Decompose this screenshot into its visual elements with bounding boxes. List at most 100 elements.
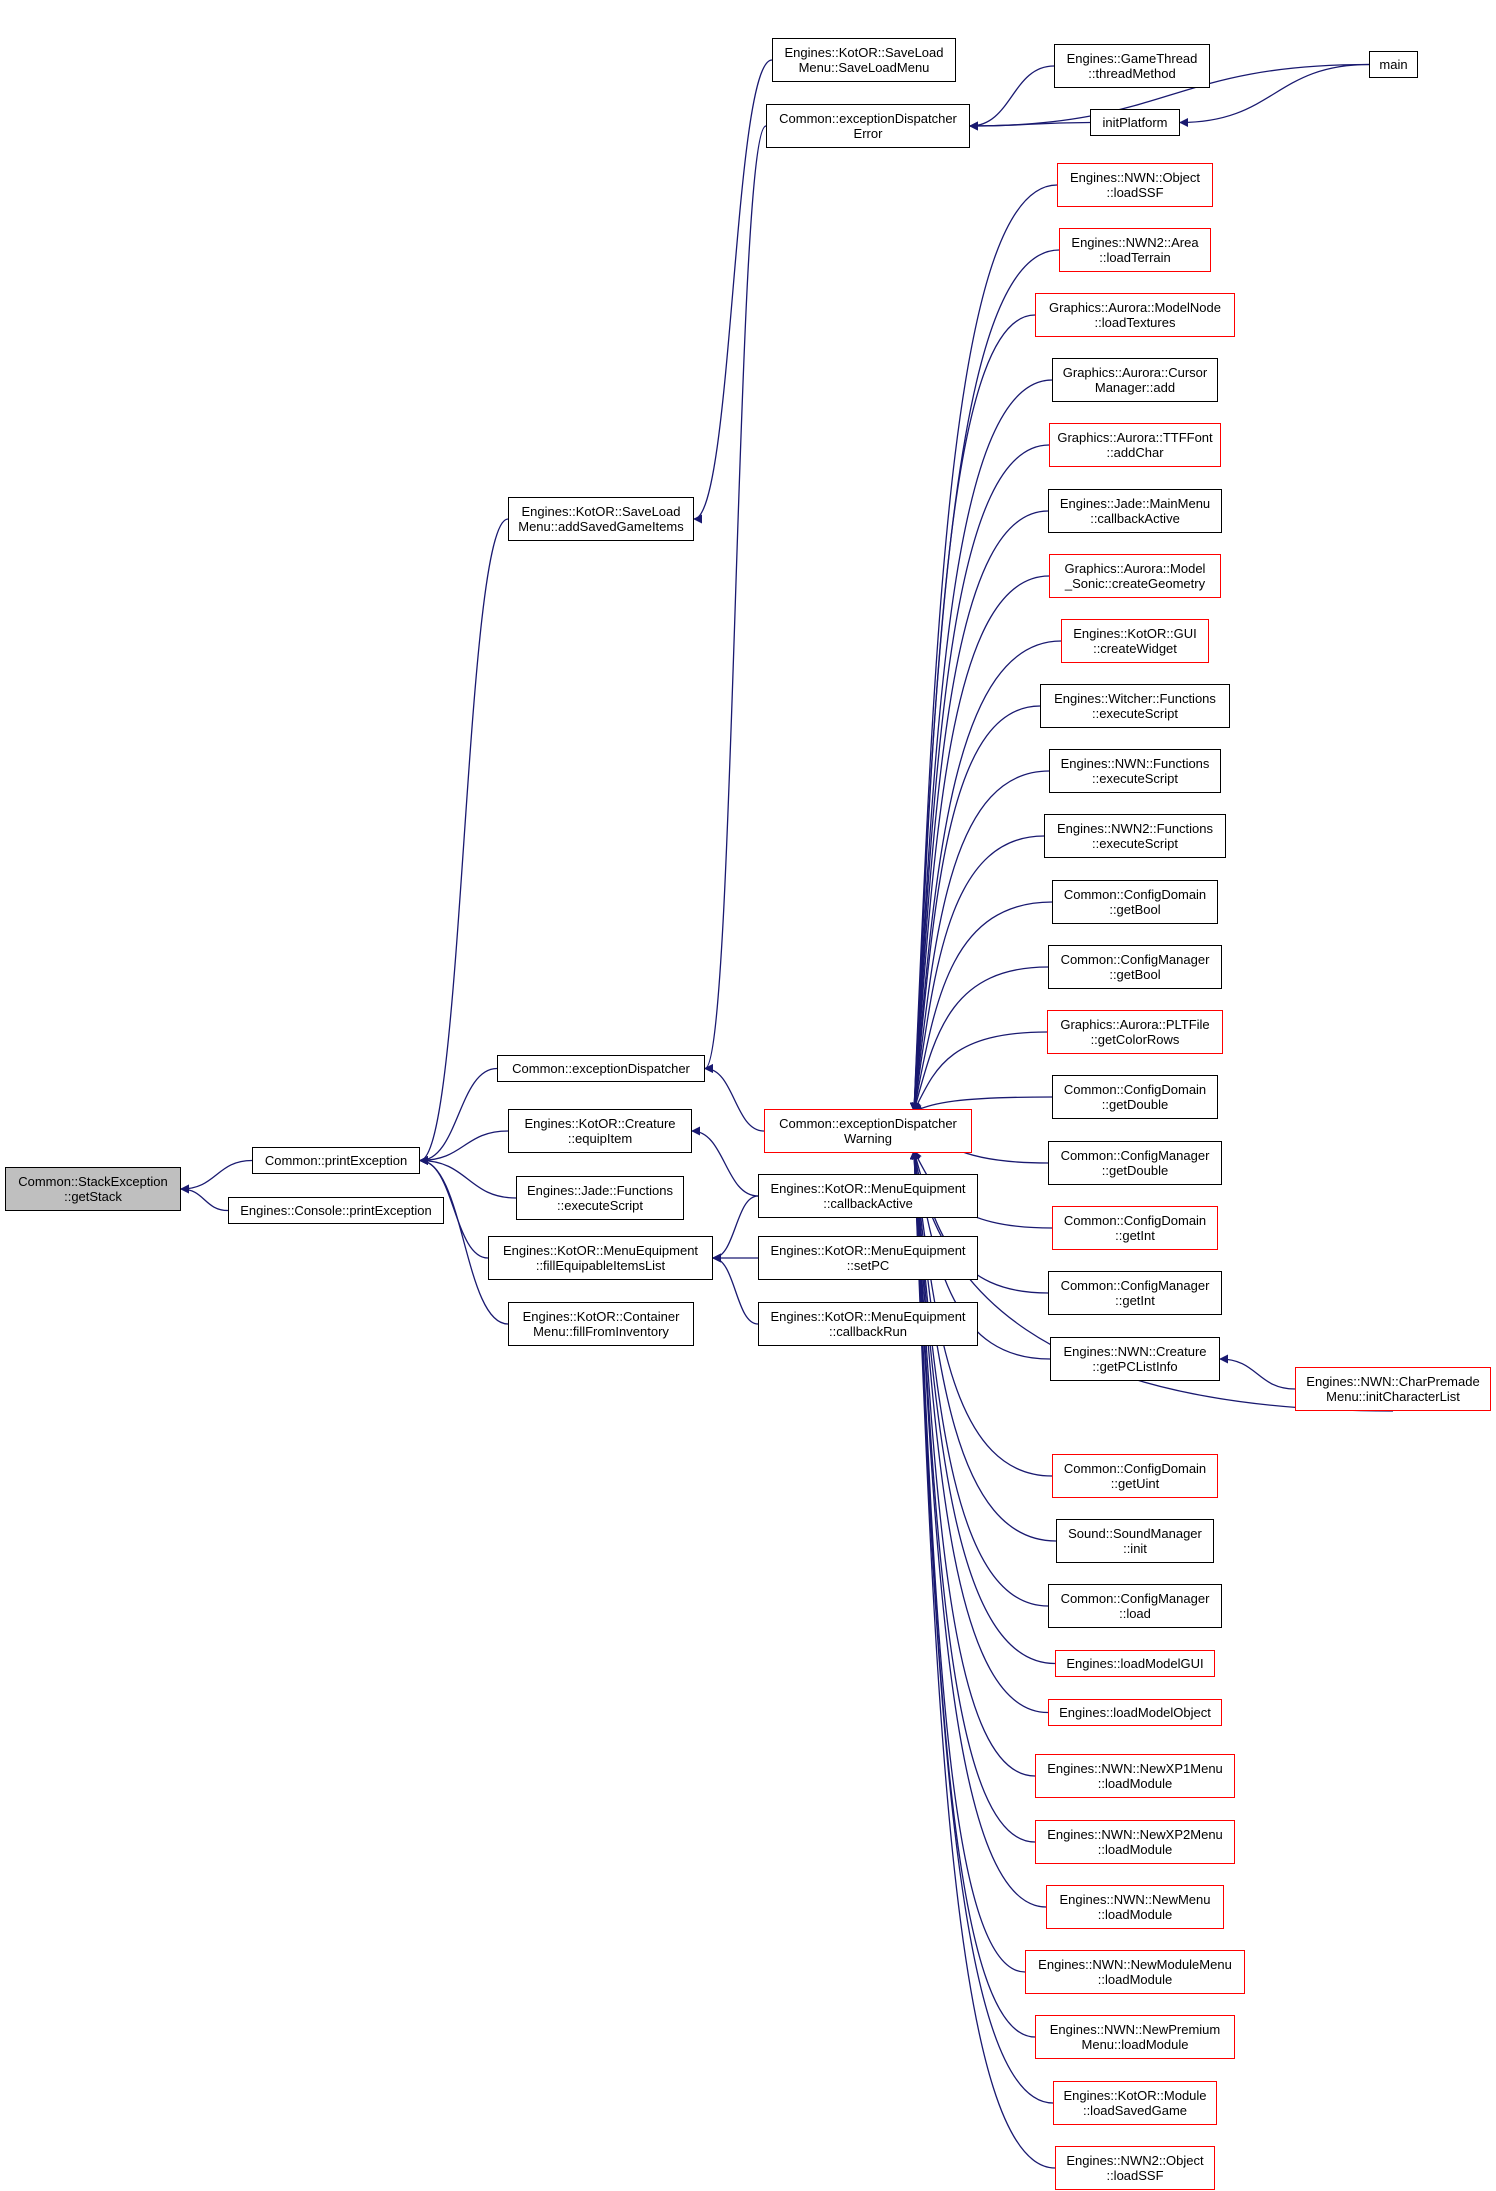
edge-dispatcher_warning-nwn_loadssf	[909, 184, 1058, 1112]
node-console-printexception[interactable]: Engines::Console::printException	[228, 1197, 444, 1224]
node-label: Engines::loadModelGUI	[1066, 1656, 1204, 1671]
node-label: ::loadModule	[1097, 1972, 1173, 1987]
node-label: Engines::KotOR::SaveLoad	[521, 504, 681, 519]
edge-getstack-printexception	[180, 1159, 253, 1194]
node-domain-getint[interactable]: Common::ConfigDomain::getInt	[1052, 1206, 1218, 1250]
node-exceptiondispatcher[interactable]: Common::exceptionDispatcher	[497, 1055, 705, 1082]
node-loadmodelobject[interactable]: Engines::loadModelObject	[1048, 1699, 1222, 1726]
node-printexception[interactable]: Common::printException	[252, 1147, 420, 1174]
node-loadterrain[interactable]: Engines::NWN2::Area::loadTerrain	[1059, 228, 1211, 272]
node-fillequipable[interactable]: Engines::KotOR::MenuEquipment::fillEquip…	[488, 1236, 713, 1280]
node-creategeometry[interactable]: Graphics::Aurora::Model_Sonic::createGeo…	[1049, 554, 1221, 598]
node-nwn2-loadssf[interactable]: Engines::NWN2::Object::loadSSF	[1055, 2146, 1215, 2190]
node-label: Menu::addSavedGameItems	[518, 519, 684, 534]
node-getcolorrows[interactable]: Graphics::Aurora::PLTFile::getColorRows	[1047, 1010, 1223, 1054]
node-label: ::loadTerrain	[1099, 250, 1171, 265]
node-label: ::getInt	[1115, 1293, 1155, 1308]
node-label: Warning	[844, 1131, 892, 1146]
node-nwn-executescript[interactable]: Engines::NWN::Functions::executeScript	[1049, 749, 1221, 793]
edge-getstack-console_printexception	[180, 1184, 229, 1212]
node-newxp2-loadmodule[interactable]: Engines::NWN::NewXP2Menu::loadModule	[1035, 1820, 1235, 1864]
node-label: Common::printException	[264, 1153, 408, 1168]
node-setpc[interactable]: Engines::KotOR::MenuEquipment::setPC	[758, 1236, 978, 1280]
edge-dispatcher_warning-loadtextures	[909, 314, 1036, 1112]
node-callbackactive[interactable]: Engines::KotOR::MenuEquipment::callbackA…	[758, 1174, 978, 1218]
node-newxp1-loadmodule[interactable]: Engines::NWN::NewXP1Menu::loadModule	[1035, 1754, 1235, 1798]
node-domain-getbool[interactable]: Common::ConfigDomain::getBool	[1052, 880, 1218, 924]
node-label: Common::exceptionDispatcher	[779, 1116, 957, 1131]
node-nwn2-executescript[interactable]: Engines::NWN2::Functions::executeScript	[1044, 814, 1226, 858]
edge-dispatcher_error-main	[969, 63, 1370, 131]
edge-printexception-equipitem	[419, 1130, 509, 1165]
edge-dispatcher_warning-newxp1_loadmodule	[910, 1150, 1036, 1777]
node-label: Engines::Witcher::Functions	[1054, 691, 1216, 706]
node-label: Common::ConfigDomain	[1063, 1082, 1207, 1097]
node-threadmethod[interactable]: Engines::GameThread::threadMethod	[1054, 44, 1210, 88]
node-newmodulemenu-loadmodule[interactable]: Engines::NWN::NewModuleMenu::loadModule	[1025, 1950, 1245, 1994]
node-label: Common::StackException	[18, 1174, 168, 1189]
edge-dispatcher_warning-nwn_executescript	[910, 770, 1050, 1112]
edge-addsavedgameitems-saveloadmenu	[693, 59, 773, 524]
node-label: ::loadModule	[1097, 1776, 1173, 1791]
edge-fillequipable-callbackrun	[712, 1253, 759, 1325]
node-label: Error	[853, 126, 883, 141]
node-label: Graphics::Aurora::PLTFile	[1060, 1017, 1210, 1032]
node-jade-executescript[interactable]: Engines::Jade::Functions::executeScript	[516, 1176, 684, 1220]
node-label: Common::ConfigManager	[1060, 1278, 1210, 1293]
edge-dispatcher_warning-soundmanager_init	[910, 1150, 1057, 1542]
node-label: Engines::NWN::NewModuleMenu	[1038, 1957, 1232, 1972]
node-manager-getdouble[interactable]: Common::ConfigManager::getDouble	[1048, 1141, 1222, 1185]
node-nwn-loadssf[interactable]: Engines::NWN::Object::loadSSF	[1057, 163, 1213, 207]
node-jade-callbackactive[interactable]: Engines::Jade::MainMenu::callbackActive	[1048, 489, 1222, 533]
node-domain-getdouble[interactable]: Common::ConfigDomain::getDouble	[1052, 1075, 1218, 1119]
edge-dispatcher_warning-nwn2_executescript	[910, 835, 1045, 1112]
node-label: ::setPC	[846, 1258, 890, 1273]
node-loadsavedgame[interactable]: Engines::KotOR::Module::loadSavedGame	[1053, 2081, 1217, 2125]
edge-getpclistinfo-initcharacterlist	[1219, 1354, 1296, 1390]
edge-exceptiondispatcher-dispatcher_error	[704, 125, 767, 1073]
edge-dispatcher_warning-createwidget	[910, 640, 1062, 1112]
node-main[interactable]: main	[1369, 51, 1418, 78]
node-witcher-executescript[interactable]: Engines::Witcher::Functions::executeScri…	[1040, 684, 1230, 728]
node-label: Common::ConfigManager	[1060, 952, 1210, 967]
node-domain-getuint[interactable]: Common::ConfigDomain::getUint	[1052, 1454, 1218, 1498]
node-getpclistinfo[interactable]: Engines::NWN::Creature::getPCListInfo	[1050, 1337, 1220, 1381]
node-label: ::loadSSF	[1106, 185, 1164, 200]
node-label: ::threadMethod	[1088, 66, 1176, 81]
node-label: Engines::KotOR::MenuEquipment	[770, 1309, 966, 1324]
node-label: ::getPCListInfo	[1092, 1359, 1178, 1374]
node-label: Engines::Console::printException	[240, 1203, 432, 1218]
node-loadmodelgui[interactable]: Engines::loadModelGUI	[1055, 1650, 1215, 1677]
node-equipitem[interactable]: Engines::KotOR::Creature::equipItem	[508, 1109, 692, 1153]
node-manager-getbool[interactable]: Common::ConfigManager::getBool	[1048, 945, 1222, 989]
node-createwidget[interactable]: Engines::KotOR::GUI::createWidget	[1061, 619, 1209, 663]
node-label: Graphics::Aurora::Model	[1064, 561, 1206, 576]
node-label: ::addChar	[1106, 445, 1164, 460]
node-initplatform[interactable]: initPlatform	[1090, 109, 1180, 136]
node-addchar[interactable]: Graphics::Aurora::TTFFont::addChar	[1049, 423, 1221, 467]
node-callbackrun[interactable]: Engines::KotOR::MenuEquipment::callbackR…	[758, 1302, 978, 1346]
node-label: ::callbackRun	[828, 1324, 908, 1339]
edge-dispatcher_warning-witcher_executescript	[910, 705, 1041, 1112]
node-soundmanager-init[interactable]: Sound::SoundManager::init	[1056, 1519, 1214, 1563]
node-label: _Sonic::createGeometry	[1064, 576, 1206, 591]
edge-printexception-addsavedgameitems	[419, 518, 509, 1165]
node-label: Engines::KotOR::GUI	[1073, 626, 1197, 641]
edge-initplatform-main	[1179, 63, 1370, 127]
node-newmenu-loadmodule[interactable]: Engines::NWN::NewMenu::loadModule	[1046, 1885, 1224, 1929]
node-label: Engines::KotOR::MenuEquipment	[770, 1181, 966, 1196]
node-manager-getint[interactable]: Common::ConfigManager::getInt	[1048, 1271, 1222, 1315]
node-manager-load[interactable]: Common::ConfigManager::load	[1048, 1584, 1222, 1628]
node-loadtextures[interactable]: Graphics::Aurora::ModelNode::loadTexture…	[1035, 293, 1235, 337]
node-label: ::getDouble	[1101, 1163, 1169, 1178]
node-label: Engines::NWN::Creature	[1063, 1344, 1207, 1359]
node-label: ::callbackActive	[823, 1196, 913, 1211]
